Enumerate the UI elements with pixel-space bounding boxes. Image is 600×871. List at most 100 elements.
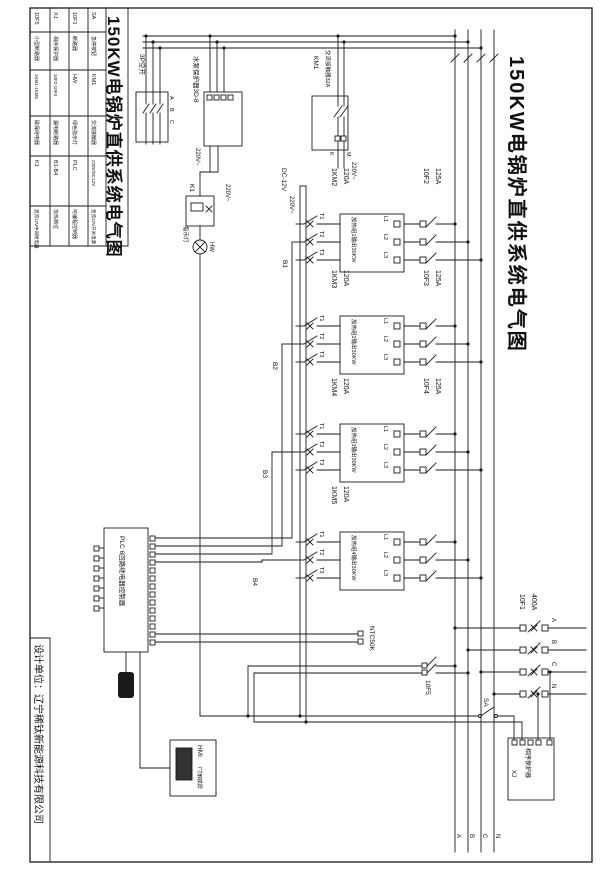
ntc-label: NTC50K [368, 626, 375, 652]
phase-label: C [168, 120, 174, 124]
contact-l3: L3 [382, 354, 388, 360]
main-breaker-name: 10F1 [518, 594, 525, 610]
legend-desc: 可编程控制器 [71, 209, 78, 239]
phase-label: B [168, 108, 174, 112]
ctrl-label: B4 [251, 578, 258, 586]
legend-code: HW [71, 74, 77, 84]
relay-label: 1KM4 [330, 378, 337, 396]
plc-controller: PLC 6回路继电器控制器 [93, 527, 171, 769]
legend-table [29, 7, 129, 247]
k1-relay: K1 指示灯 HW 220V~ 220V~ [182, 148, 230, 717]
relay-label: 1KM3 [330, 270, 337, 288]
designer-text: 设计单位：辽宁稀钛新能源科技有限公司 [32, 644, 45, 824]
contact-t1: T1 [318, 423, 324, 429]
km1-name: KM1 [312, 56, 319, 70]
branch-breaker-amps: 125A [434, 270, 441, 287]
contact-t3: T3 [318, 351, 324, 357]
legend-texts: SA 急停按钮 KM1 交流接触器 220V/DC12V 直流12V开关电源 1… [33, 12, 97, 249]
branch-breaker-amps: 125A [434, 168, 441, 185]
lamp-code: HW [208, 242, 214, 252]
legend-desc: 直流12V中间继电器 [33, 209, 40, 249]
contact-l1: L1 [382, 216, 388, 222]
legend-code: SA [90, 12, 96, 20]
sheet-title-left: 150KW电锅炉直供系统电气图 [104, 16, 124, 258]
breaker-3p-label: 3P空开 [138, 54, 147, 75]
voltage-label: 220V~ [288, 196, 294, 214]
contact-l3: L3 [382, 252, 388, 258]
contact-t1: T1 [318, 213, 324, 219]
contact-t1: T1 [318, 531, 324, 537]
legend-code: 10F1 [71, 12, 77, 25]
legend-desc: 断路器 [71, 36, 78, 51]
contact-l3: L3 [382, 570, 388, 576]
contact-t2: T2 [318, 231, 324, 237]
legend-desc: 漏电断路器 [52, 120, 59, 145]
contact-t2: T2 [318, 549, 324, 555]
legend-desc: 直流12V开关电源 [90, 209, 97, 245]
dc12-label: DC-12V [280, 168, 287, 192]
legend-desc: 加热档位 [52, 209, 59, 229]
hmi-box [169, 739, 217, 797]
heater-label: 加热组1输出30KW [350, 217, 358, 263]
dc-supply-lines: DC-12V 220V~ [280, 168, 308, 724]
legend-code: KM1 [90, 74, 96, 85]
hmi-panel: HMI 7寸触摸屏 [169, 739, 217, 797]
legend-desc: 相序保护器 [52, 36, 59, 61]
pump-protector: 水泵保护器3D-8 [192, 34, 243, 173]
xj-phase-protector: XJ 相序保护器 [507, 670, 555, 801]
contact-l3: L3 [382, 462, 388, 468]
temp-probe [118, 672, 134, 698]
voltage-label: 220V~ [194, 148, 200, 166]
legend-code: B1-B4 [52, 160, 58, 175]
bus-label: C [481, 834, 487, 839]
contact-l1: L1 [382, 426, 388, 432]
power-buses: A B C N [450, 29, 500, 853]
phase-label: N [550, 684, 556, 688]
plc-box [103, 527, 149, 653]
branch-3-labels: 1KM4 120A 加热组3输出30KW T1 T2 T3 L1 L2 L3 1… [261, 378, 441, 478]
ctrl-label: B3 [261, 470, 268, 478]
xj-label: 相序保护器 [524, 748, 532, 778]
phase-label: A [550, 618, 556, 622]
sheet-title-right: 150KW电锅炉直供系统电气图 [505, 56, 529, 353]
drawing-frame [29, 7, 593, 863]
hmi-name: HMI [196, 745, 203, 757]
legend-code: 10F5 [33, 12, 39, 25]
legend-desc: 绿色指示灯 [71, 120, 78, 145]
phase-label: C [550, 662, 556, 667]
relay-label: 1KM2 [330, 168, 337, 186]
voltage-label: 220V~ [350, 162, 356, 180]
control-wires [154, 241, 297, 563]
pump-protector-box [203, 91, 243, 147]
km1-desc: 交流接触器32A [324, 50, 332, 88]
contact-t3: T3 [318, 459, 324, 465]
relay-amps: 120A [342, 378, 349, 395]
relay-label: 1KM5 [330, 486, 337, 504]
legend-code: 1KM1-1KM5 [34, 74, 39, 100]
branch-breaker-label: 10F2 [422, 168, 429, 184]
km1-contactor: KM1 交流接触器32A K M 220V~ [311, 34, 356, 180]
bus-label: A [455, 834, 461, 838]
main-breaker-10f1: 10F1 400A A B C N [453, 594, 587, 699]
k1-label: K1 [188, 184, 195, 192]
branch-1-labels: 1KM2 120A 加热组1输出30KW T1 T2 T3 L1 L2 L3 1… [281, 168, 441, 268]
pump-protector-label: 水泵保护器3D-8 [192, 56, 201, 103]
legend-desc: 交流接触器 [90, 120, 97, 145]
contact-t3: T3 [318, 249, 324, 255]
branch-breaker-amps: 125A [434, 378, 441, 395]
main-breaker-amps: 400A [530, 594, 537, 611]
relay-amps: 120A [342, 270, 349, 287]
contact-l2: L2 [382, 552, 388, 558]
contact-l2: L2 [382, 444, 388, 450]
ntc-terminals: NTC50K [154, 626, 375, 652]
designer-strip [29, 637, 51, 863]
branch-2-labels: 1KM3 120A 加热组2输出30KW T1 T2 T3 L1 L2 L3 1… [271, 270, 441, 370]
contact-l1: L1 [382, 318, 388, 324]
legend-desc: 小型断路器 [33, 36, 40, 61]
branch-breaker-label: 10F3 [422, 270, 429, 286]
breaker-3p: 3P空开 A B C [135, 34, 174, 145]
hmi-screen [175, 747, 193, 781]
bus-label: N [494, 834, 500, 838]
legend-code: PLC [71, 160, 77, 171]
contact-l1: L1 [382, 534, 388, 540]
